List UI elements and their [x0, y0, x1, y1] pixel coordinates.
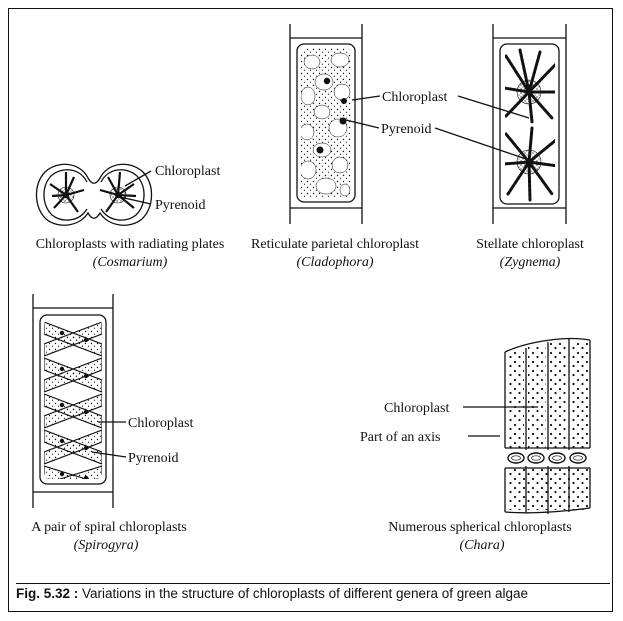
- spirogyra-filament: [32, 294, 127, 508]
- zygnema-genus: (Zygnema): [500, 255, 561, 270]
- spirogyra-genus: (Spirogyra): [74, 538, 139, 553]
- zygnema-caption: Stellate chloroplast: [476, 237, 584, 252]
- pyrenoid-mark: [341, 98, 347, 104]
- zygnema-filament: [492, 24, 567, 224]
- radiating-plates: [49, 171, 137, 213]
- chara-genus: (Chara): [459, 538, 504, 553]
- cosmarium-pyrenoid-label: Pyrenoid: [155, 198, 206, 213]
- pyrenoid-mark: [323, 77, 331, 85]
- cosmarium-chloroplast-label: Chloroplast: [155, 164, 220, 179]
- cosmarium-cell: [35, 163, 153, 226]
- spirogyra-chloroplast-label: Chloroplast: [128, 416, 193, 431]
- pyrenoid-mark: [525, 88, 533, 96]
- cladophora-genus: (Cladophora): [297, 255, 374, 270]
- spirogyra-pyrenoid-label: Pyrenoid: [128, 451, 179, 466]
- pyrenoid-mark: [114, 191, 122, 199]
- zygnema-chloroplast-label: Chloroplast: [382, 90, 447, 105]
- chara-caption: Numerous spherical chloroplasts: [388, 520, 572, 535]
- chara-axis-label: Part of an axis: [360, 430, 440, 445]
- figure-title: Variations in the structure of chloropla…: [82, 586, 529, 601]
- zygnema-pyrenoid-label: Pyrenoid: [381, 122, 432, 137]
- pyrenoid-mark: [62, 191, 70, 199]
- cosmarium-caption: Chloroplasts with radiating plates: [36, 237, 225, 252]
- figure-number: Fig. 5.32 :: [16, 586, 79, 601]
- figure-caption: Fig. 5.32 : Variations in the structure …: [16, 583, 610, 601]
- pyrenoid-mark: [316, 146, 324, 154]
- cosmarium-genus: (Cosmarium): [93, 255, 168, 270]
- cladophora-caption: Reticulate parietal chloroplast: [251, 237, 419, 252]
- chara-axis: [463, 337, 591, 514]
- cladophora-filament: [289, 24, 363, 224]
- pyrenoid-mark: [339, 117, 347, 125]
- spirogyra-caption: A pair of spiral chloroplasts: [31, 520, 187, 535]
- chara-chloroplast-label: Chloroplast: [384, 401, 449, 416]
- pyrenoid-mark: [525, 158, 533, 166]
